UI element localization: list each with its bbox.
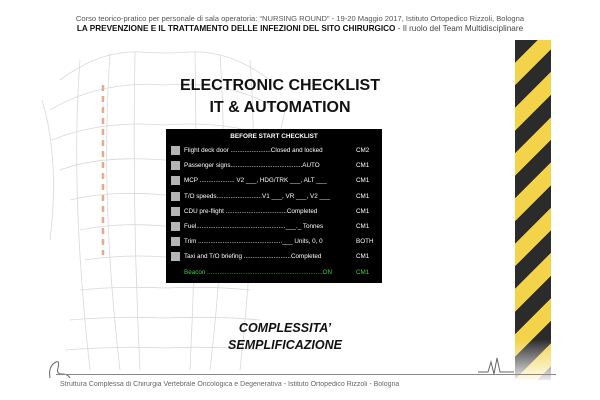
checkbox[interactable] — [171, 237, 180, 247]
checklist-item[interactable]: T/O speeds..........................V1 _… — [166, 189, 382, 204]
checklist-item-text: Beacon .................................… — [184, 268, 333, 276]
header-course-line: Corso teorico-pratico per personale di s… — [75, 14, 525, 23]
checklist-item-crew: BOTH — [356, 238, 374, 246]
checklist-item[interactable]: CDU pre-flight .........................… — [166, 204, 382, 219]
slide-title-line2: IT & AUTOMATION — [209, 99, 351, 116]
checklist-item[interactable]: Fuel....................................… — [166, 219, 382, 234]
checkbox[interactable] — [171, 206, 180, 216]
checklist-panel: BEFORE START CHECKLIST Flight deck door … — [166, 129, 382, 283]
checkbox[interactable] — [171, 176, 180, 186]
checklist-item-crew: CM1 — [356, 192, 370, 200]
checklist-item[interactable]: Taxi and T/O briefing ..................… — [166, 249, 382, 264]
footer-divider — [56, 374, 556, 375]
checklist-item-crew: CM1 — [356, 162, 370, 170]
checkbox[interactable] — [171, 146, 180, 156]
checklist-item-crew: CM1 — [356, 223, 370, 231]
checklist-item-text: Trim ...................................… — [184, 238, 323, 246]
checklist-item-crew: CM2 — [356, 147, 370, 155]
checklist-item[interactable]: MCP .................... V2 ___, HDG/TRK… — [166, 173, 382, 188]
checklist-item-text: Flight deck door .......................… — [184, 147, 323, 155]
checklist-item[interactable]: Trim ...................................… — [166, 234, 382, 249]
checklist-item-text: Taxi and T/O briefing ..................… — [184, 253, 322, 261]
header: Corso teorico-pratico per personale di s… — [0, 14, 600, 33]
checkbox[interactable] — [171, 161, 180, 171]
footer-text: Struttura Complessa di Chirurgia Vertebr… — [60, 381, 400, 388]
header-topic-line: LA PREVENZIONE E IL TRATTAMENTO DELLE IN… — [0, 24, 600, 33]
checklist-item-text: CDU pre-flight .........................… — [184, 207, 318, 215]
checklist-item[interactable]: Passenger signs.........................… — [166, 158, 382, 173]
checklist-item[interactable]: Flight deck door .......................… — [166, 143, 382, 158]
slide-subtitle-line1: COMPLESSITA’ — [238, 321, 332, 335]
checklist-item-crew: CM1 — [356, 207, 370, 215]
header-topic-bold: LA PREVENZIONE E IL TRATTAMENTO DELLE IN… — [76, 24, 396, 33]
sacrum-doodle-icon — [49, 361, 71, 379]
slide-title: ELECTRONIC CHECKLIST IT & AUTOMATION — [170, 75, 390, 119]
header-topic-rest: - Il ruolo del Team Multidisciplinare — [395, 24, 524, 33]
checklist-item-text: MCP .................... V2 ___, HDG/TRK… — [184, 177, 327, 185]
checkbox[interactable] — [171, 222, 180, 232]
checkbox[interactable] — [171, 191, 180, 201]
slide-subtitle: COMPLESSITA’ SEMPLIFICAZIONE — [190, 320, 380, 354]
checklist-item-text: Passenger signs.........................… — [184, 162, 320, 170]
checklist-item-completed[interactable]: Beacon .................................… — [166, 265, 382, 280]
checklist-item-text: T/O speeds..........................V1 _… — [184, 192, 330, 200]
checklist-item-crew: CM1 — [356, 177, 370, 185]
slide-subtitle-line2: SEMPLIFICAZIONE — [228, 338, 342, 352]
checkbox-checked[interactable] — [171, 268, 180, 277]
slide-title-line1: ELECTRONIC CHECKLIST — [180, 77, 380, 94]
pulse-line-icon — [478, 357, 514, 375]
checklist-item-text: Fuel....................................… — [184, 223, 324, 231]
hazard-stripe-fade — [515, 40, 551, 380]
checklist-item-crew: CM1 — [356, 253, 370, 261]
checkbox[interactable] — [171, 252, 180, 262]
checklist-heading: BEFORE START CHECKLIST — [230, 133, 318, 140]
checklist-item-crew: CM1 — [356, 268, 370, 276]
